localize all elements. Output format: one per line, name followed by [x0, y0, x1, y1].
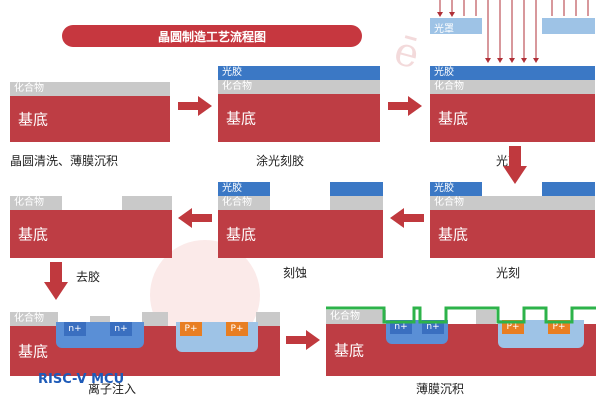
- step7-panel: 基底 化合物 n+ n+ P+ P+: [10, 312, 280, 376]
- photomask-left: 光罩: [430, 18, 482, 35]
- compound-layer: 化合物: [218, 80, 380, 94]
- p-plus-region: P+: [180, 322, 202, 336]
- step8-caption: 薄膜沉积: [416, 382, 465, 396]
- brand-logo: RISC-V MCU: [38, 372, 125, 387]
- arrow-down-2: [44, 262, 68, 300]
- substrate-layer: 基底: [10, 210, 172, 258]
- compound-right: [122, 196, 172, 210]
- arrow-right-1: [178, 96, 212, 116]
- step6-panel: 化合物 基底: [10, 196, 172, 258]
- step5-panel: 光胶 化合物 基底: [218, 182, 383, 258]
- step1-caption: 晶圆清洗、薄膜沉积: [10, 154, 119, 168]
- arrow-right-2: [388, 96, 422, 116]
- step4-panel: 光胶 化合物 基底: [430, 182, 595, 258]
- photoresist-left: 光胶: [218, 182, 270, 196]
- arrow-down-1: [503, 146, 527, 184]
- substrate-layer: 基底: [218, 94, 380, 142]
- step8-panel: 基底 化合物 n+ n+ P+ P+: [326, 300, 596, 376]
- deposited-film: [326, 306, 596, 324]
- photoresist-left: 光胶: [430, 182, 482, 196]
- compound-left: 化合物: [218, 196, 270, 210]
- substrate-layer: 基底: [10, 96, 170, 142]
- compound-layer: 化合物: [10, 312, 58, 326]
- substrate-layer: 基底: [430, 210, 595, 258]
- substrate-layer: 基底: [430, 94, 595, 142]
- diagram-title: 晶圆制造工艺流程图: [62, 25, 362, 47]
- photoresist-right: [330, 182, 383, 196]
- arrow-right-3: [286, 330, 320, 350]
- n-plus-region: n+: [64, 322, 86, 336]
- compound-layer: [256, 312, 280, 326]
- step4-caption: 光刻: [496, 266, 521, 280]
- photomask-right: [542, 18, 595, 34]
- step7-caption: 离子注入: [88, 382, 137, 396]
- photoresist-layer: 光胶: [218, 66, 380, 80]
- step5-caption: 刻蚀: [283, 266, 308, 280]
- step2-panel: 光胶 化合物 基底: [218, 66, 380, 142]
- compound-layer: 化合物: [430, 196, 595, 210]
- p-plus-region: P+: [226, 322, 248, 336]
- compound-layer: [476, 310, 496, 324]
- watermark-glyph: ē: [389, 27, 425, 79]
- n-plus-region: n+: [110, 322, 132, 336]
- photoresist-right: [542, 182, 595, 196]
- compound-right: [330, 196, 383, 210]
- compound-layer: 化合物: [326, 310, 386, 324]
- step1-panel: 化合物 基底: [10, 82, 170, 142]
- compound-layer: [142, 312, 168, 326]
- step6-caption: 去胶: [76, 270, 101, 284]
- arrow-left-1: [390, 208, 424, 228]
- step3-panel: 光罩 光胶 化合物 基底: [430, 0, 595, 142]
- uv-light-rays: [437, 0, 589, 63]
- compound-left: 化合物: [10, 196, 62, 210]
- compound-layer: 化合物: [430, 80, 595, 94]
- arrow-left-2: [178, 208, 212, 228]
- compound-layer: 化合物: [10, 82, 170, 96]
- substrate-layer: 基底: [218, 210, 383, 258]
- photoresist-layer: 光胶: [430, 66, 595, 80]
- compound-layer: [90, 316, 110, 326]
- step2-caption: 涂光刻胶: [256, 154, 305, 168]
